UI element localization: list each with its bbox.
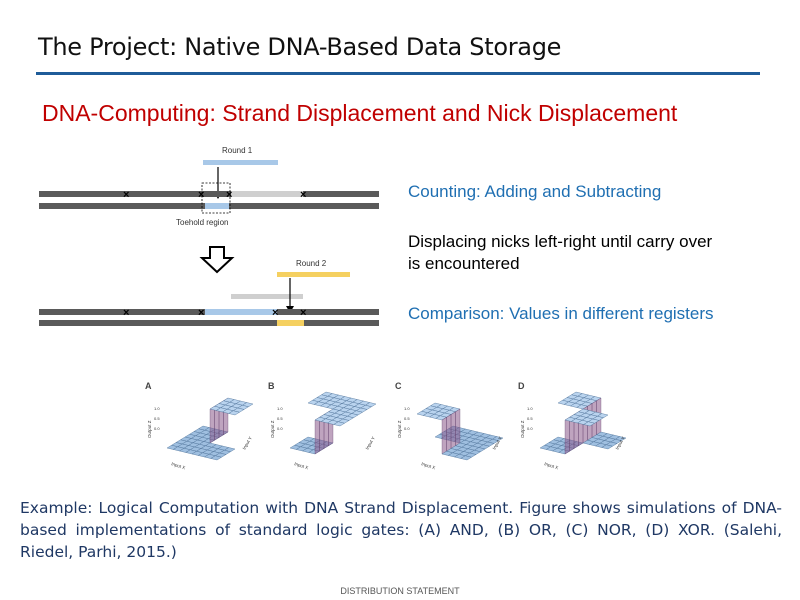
bullet-comparison: Comparison: Values in different register… xyxy=(408,304,714,323)
tick-label: 0.0 xyxy=(527,426,533,431)
gate-panel-xor: D Output Z Input X Input Y 1.0 0.5 0.0 xyxy=(518,381,627,470)
tick-label: 0.5 xyxy=(404,416,410,421)
bullet-displacing-line1: Displacing nicks left-right until carry … xyxy=(408,232,713,251)
round2-top-strand-right xyxy=(277,309,379,315)
bullet-displacing-line2: is encountered xyxy=(408,254,520,273)
axis-y-label: Input Y xyxy=(615,436,626,451)
nick-marker: × xyxy=(226,189,232,201)
axis-y-label: Input Y xyxy=(242,436,253,451)
tick-label: 1.0 xyxy=(154,406,160,411)
tick-label: 1.0 xyxy=(404,406,410,411)
down-arrow-icon xyxy=(199,246,235,274)
toehold-label: Toehold region xyxy=(176,218,228,227)
round2-top-strand-blue xyxy=(205,309,277,315)
panel-letter: B xyxy=(268,381,275,391)
panel-letter: C xyxy=(395,381,402,391)
nick-marker: × xyxy=(123,307,129,319)
title-underline xyxy=(36,72,760,75)
tick-label: 0.5 xyxy=(527,416,533,421)
round1-top-strand-dark-left xyxy=(39,191,231,197)
axis-z-label: Output Z xyxy=(147,420,152,438)
round1-top-strand-light xyxy=(231,191,303,197)
round1-label: Round 1 xyxy=(222,146,253,155)
tick-label: 0.0 xyxy=(277,426,283,431)
nick-marker: × xyxy=(300,189,306,201)
round2-incoming-strand xyxy=(277,272,350,277)
axis-x-label: Input X xyxy=(171,461,186,470)
bullet-counting: Counting: Adding and Subtracting xyxy=(408,182,662,201)
axis-x-label: Input X xyxy=(294,461,309,470)
round1-bottom-strand-right xyxy=(229,203,379,209)
round2-bottom-strand-left xyxy=(39,320,277,326)
nick-marker: × xyxy=(198,307,204,319)
axis-y-label: Input Y xyxy=(492,436,503,451)
round1-top-strand-dark-right xyxy=(303,191,379,197)
logic-gate-figure: A Output Z Input X Input Y 1.0 0.5 0.0 B Output … xyxy=(145,381,627,470)
round2-displaced-strand xyxy=(231,294,303,299)
tick-label: 0.0 xyxy=(154,426,160,431)
slide-subtitle: DNA-Computing: Strand Displacement and N… xyxy=(42,100,678,126)
round2-label: Round 2 xyxy=(296,259,327,268)
tick-label: 0.5 xyxy=(154,416,160,421)
slide-title: The Project: Native DNA-Based Data Stora… xyxy=(38,33,562,61)
nick-marker: × xyxy=(300,307,306,319)
panel-letter: D xyxy=(518,381,525,391)
nick-marker: × xyxy=(198,189,204,201)
axis-z-label: Output Z xyxy=(270,420,275,438)
toehold-box xyxy=(201,182,231,214)
tick-label: 0.0 xyxy=(404,426,410,431)
panel-letter: A xyxy=(145,381,152,391)
figure-caption: Example: Logical Computation with DNA St… xyxy=(20,499,782,561)
axis-y-label: Input Y xyxy=(365,436,376,451)
axis-z-label: Output Z xyxy=(397,420,402,438)
tick-label: 1.0 xyxy=(277,406,283,411)
gate-panel-and: A Output Z Input X Input Y 1.0 0.5 0.0 xyxy=(145,381,254,470)
round2-top-strand-left xyxy=(39,309,205,315)
axis-x-label: Input X xyxy=(544,461,559,470)
nick-marker: × xyxy=(123,189,129,201)
nick-marker: × xyxy=(272,307,278,319)
axis-x-label: Input X xyxy=(421,461,436,470)
round2-bottom-strand-yellow xyxy=(277,320,304,326)
tick-label: 0.5 xyxy=(277,416,283,421)
round2-bottom-strand-right xyxy=(304,320,379,326)
round1-bottom-strand-blue xyxy=(205,203,229,209)
distribution-statement: DISTRIBUTION STATEMENT xyxy=(340,586,460,596)
round1-incoming-strand xyxy=(203,160,278,165)
axis-z-label: Output Z xyxy=(520,420,525,438)
tick-label: 1.0 xyxy=(527,406,533,411)
round1-bottom-strand-left xyxy=(39,203,205,209)
gate-panel-nor: C Output Z Input X Input Y 1.0 0.5 0.0 xyxy=(395,381,504,470)
gate-panel-or: B Output Z Input X Input Y 1.0 0.5 0.0 xyxy=(268,381,377,470)
